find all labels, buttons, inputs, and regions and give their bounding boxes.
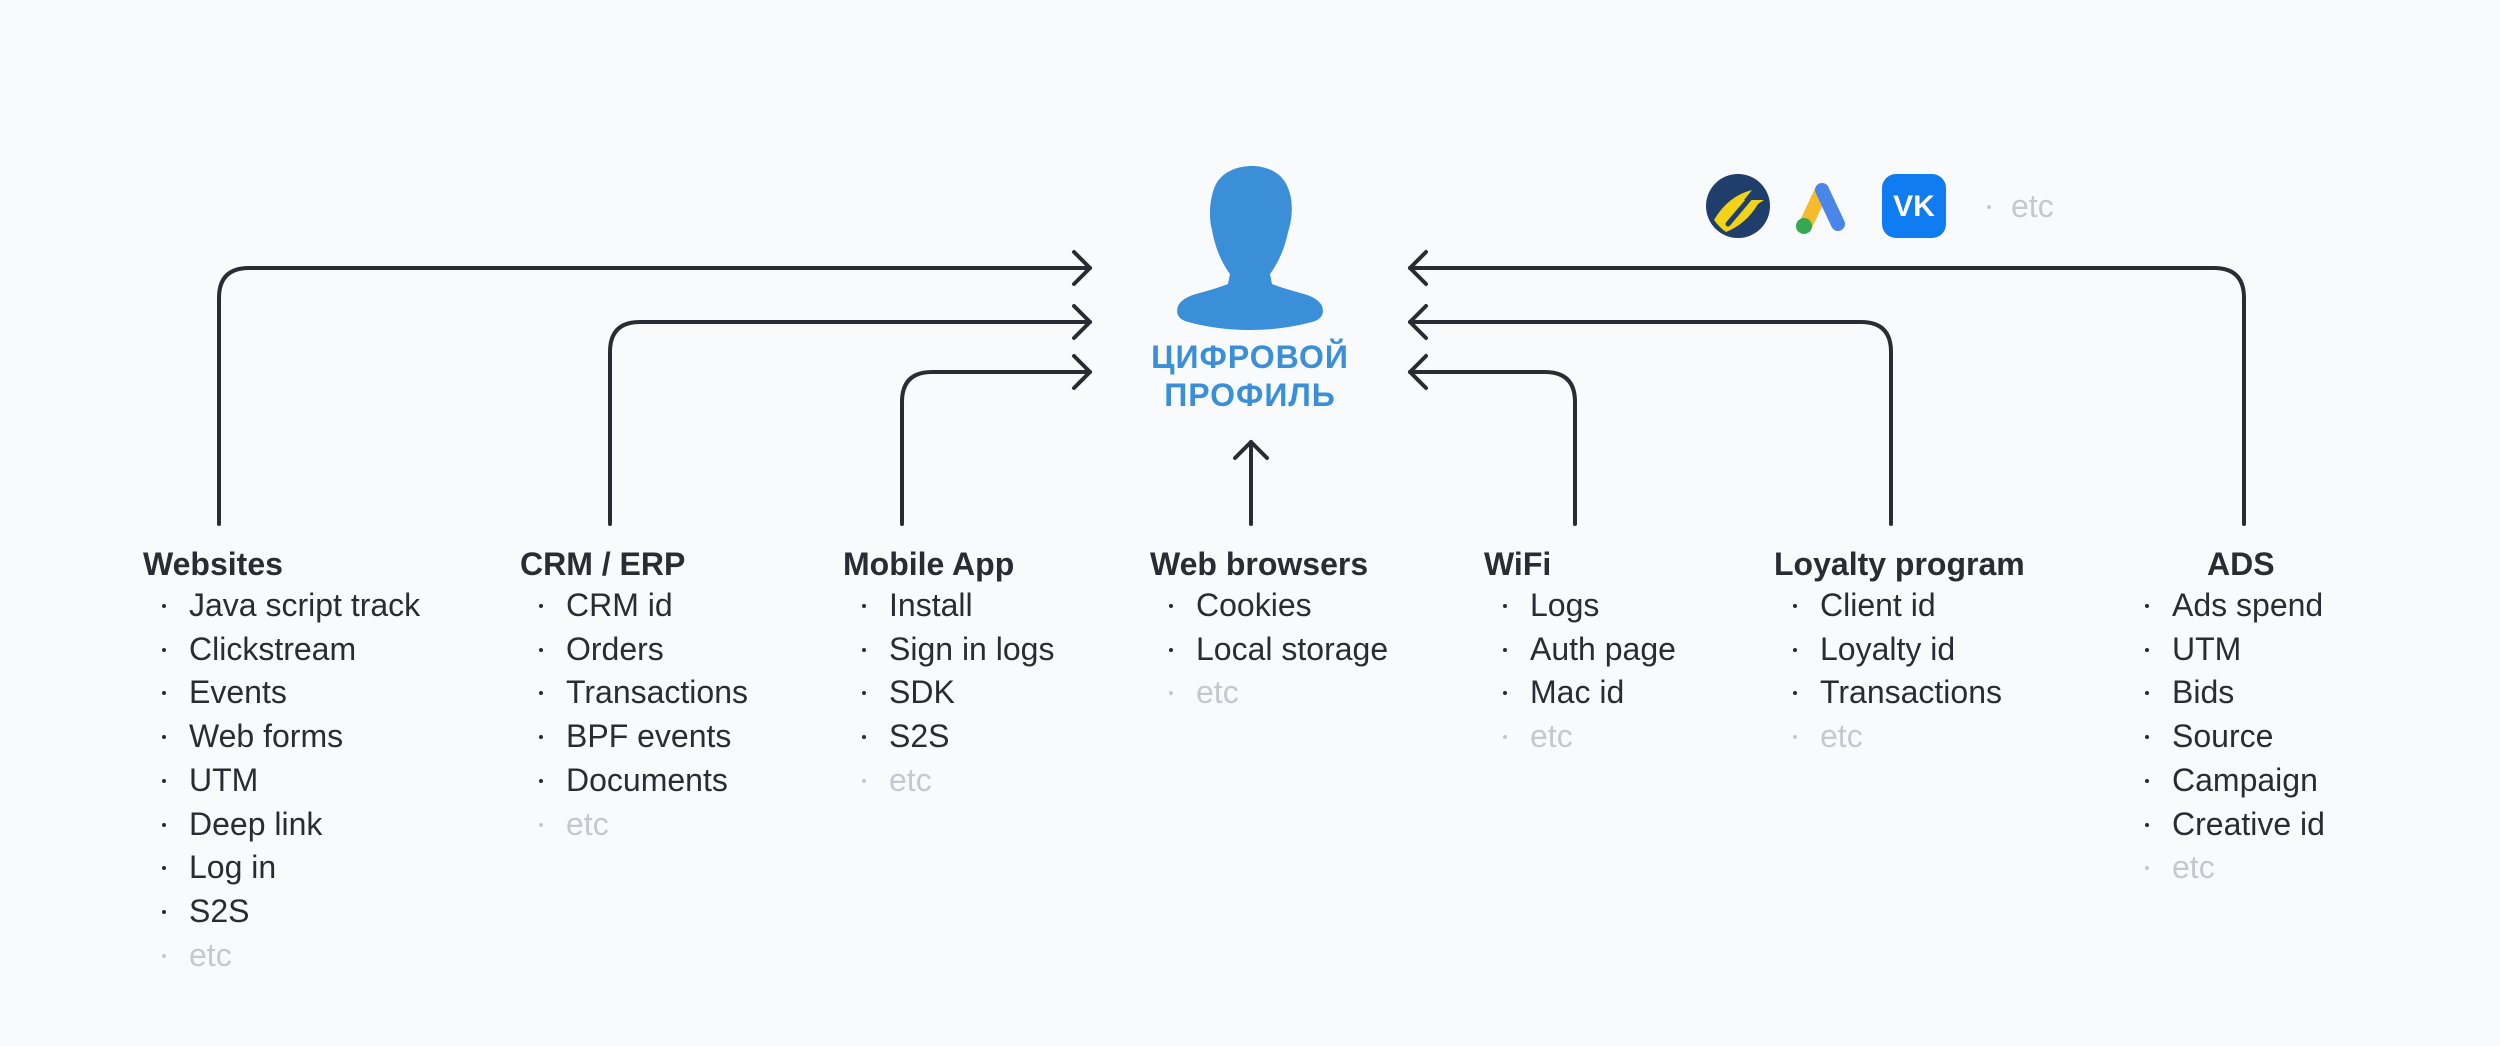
list-item: S2S [843,715,1054,759]
source-loyalty-program: Loyalty program Client id Loyalty id Tra… [1774,544,2025,759]
google-ads-logo-icon [1796,183,1845,234]
list-item-etc: etc [843,759,1054,803]
profile-title-line1: ЦИФРОВОЙ [1151,339,1349,375]
list-item: Source [2126,715,2325,759]
list-item: Install [843,584,1054,628]
arrowhead-loyalty-program [1408,304,1428,340]
source-items: Install Sign in logs SDK S2S etc [843,584,1054,803]
list-item: Loyalty id [1774,628,2025,672]
vk-logo-label: VK [1893,190,1935,223]
arrow-websites [217,266,1092,526]
list-item-etc: etc [520,803,748,847]
list-item: CRM id [520,584,748,628]
list-item: Clickstream [143,628,420,672]
list-item: Transactions [520,671,748,715]
list-item: Orders [520,628,748,672]
arrowhead-wifi [1408,354,1428,390]
list-item: Documents [520,759,748,803]
arrow-mobile-app [900,370,1092,526]
logos-etc: etc [1983,186,2054,226]
user-silhouette-icon [1177,166,1323,330]
arrowhead-websites [1072,250,1092,286]
list-item: Sign in logs [843,628,1054,672]
source-items: CRM id Orders Transactions BPF events Do… [520,584,748,846]
profile-title-line2: ПРОФИЛЬ [1164,377,1336,413]
profile-title: ЦИФРОВОЙ ПРОФИЛЬ [1100,338,1400,414]
source-items: Logs Auth page Mac id etc [1484,584,1676,759]
list-item: Deep link [143,803,420,847]
source-websites: Websites Java script track Clickstream E… [143,544,420,977]
source-wifi: WiFi Logs Auth page Mac id etc [1484,544,1676,759]
list-item: Web forms [143,715,420,759]
list-item: Auth page [1484,628,1676,672]
source-title: CRM / ERP [520,546,686,582]
source-title: Web browsers [1150,546,1369,582]
source-mobile-app: Mobile App Install Sign in logs SDK S2S … [843,544,1054,803]
list-item: Creative id [2126,803,2325,847]
source-title: Websites [143,546,283,582]
list-item: UTM [2126,628,2325,672]
arrowhead-mobile-app [1072,354,1092,390]
vk-logo-icon: VK [1882,174,1946,238]
list-item: Java script track [143,584,420,628]
source-items: Java script track Clickstream Events Web… [143,584,420,977]
list-item: Client id [1774,584,2025,628]
list-item-etc: etc [1774,715,2025,759]
source-ads: ADS Ads spend UTM Bids Source Campaign C… [2126,544,2325,890]
source-items: Cookies Local storage etc [1150,584,1388,715]
arrow-crm-erp [608,320,1092,526]
list-item: UTM [143,759,420,803]
list-item-etc: etc [1484,715,1676,759]
arrowhead-ads [1408,250,1428,286]
list-item-etc: etc [2126,846,2325,890]
list-item: Ads spend [2126,584,2325,628]
list-item: Campaign [2126,759,2325,803]
arrowhead-web-browsers [1233,440,1269,460]
source-title: ADS [2207,546,2275,582]
source-items: Client id Loyalty id Transactions etc [1774,584,2025,759]
list-item: Transactions [1774,671,2025,715]
source-title: Loyalty program [1774,546,2025,582]
arrow-wifi [1408,370,1577,526]
list-item: Mac id [1484,671,1676,715]
source-items: Ads spend UTM Bids Source Campaign Creat… [2126,584,2325,890]
source-title: WiFi [1484,546,1552,582]
arrowhead-crm-erp [1072,304,1092,340]
list-item-etc: etc [1150,671,1388,715]
list-item: SDK [843,671,1054,715]
list-item: Events [143,671,420,715]
list-item: Local storage [1150,628,1388,672]
source-title: Mobile App [843,546,1015,582]
list-item: Cookies [1150,584,1388,628]
list-item: Logs [1484,584,1676,628]
source-web-browsers: Web browsers Cookies Local storage etc [1150,544,1388,715]
list-item: S2S [143,890,420,934]
list-item: BPF events [520,715,748,759]
list-item: Bids [2126,671,2325,715]
arrow-loyalty-program [1408,320,1893,526]
list-item: Log in [143,846,420,890]
arrow-ads [1408,266,2246,526]
source-crm-erp: CRM / ERP CRM id Orders Transactions BPF… [520,544,748,846]
list-item-etc: etc [143,934,420,978]
yandex-direct-logo-icon [1706,174,1770,238]
